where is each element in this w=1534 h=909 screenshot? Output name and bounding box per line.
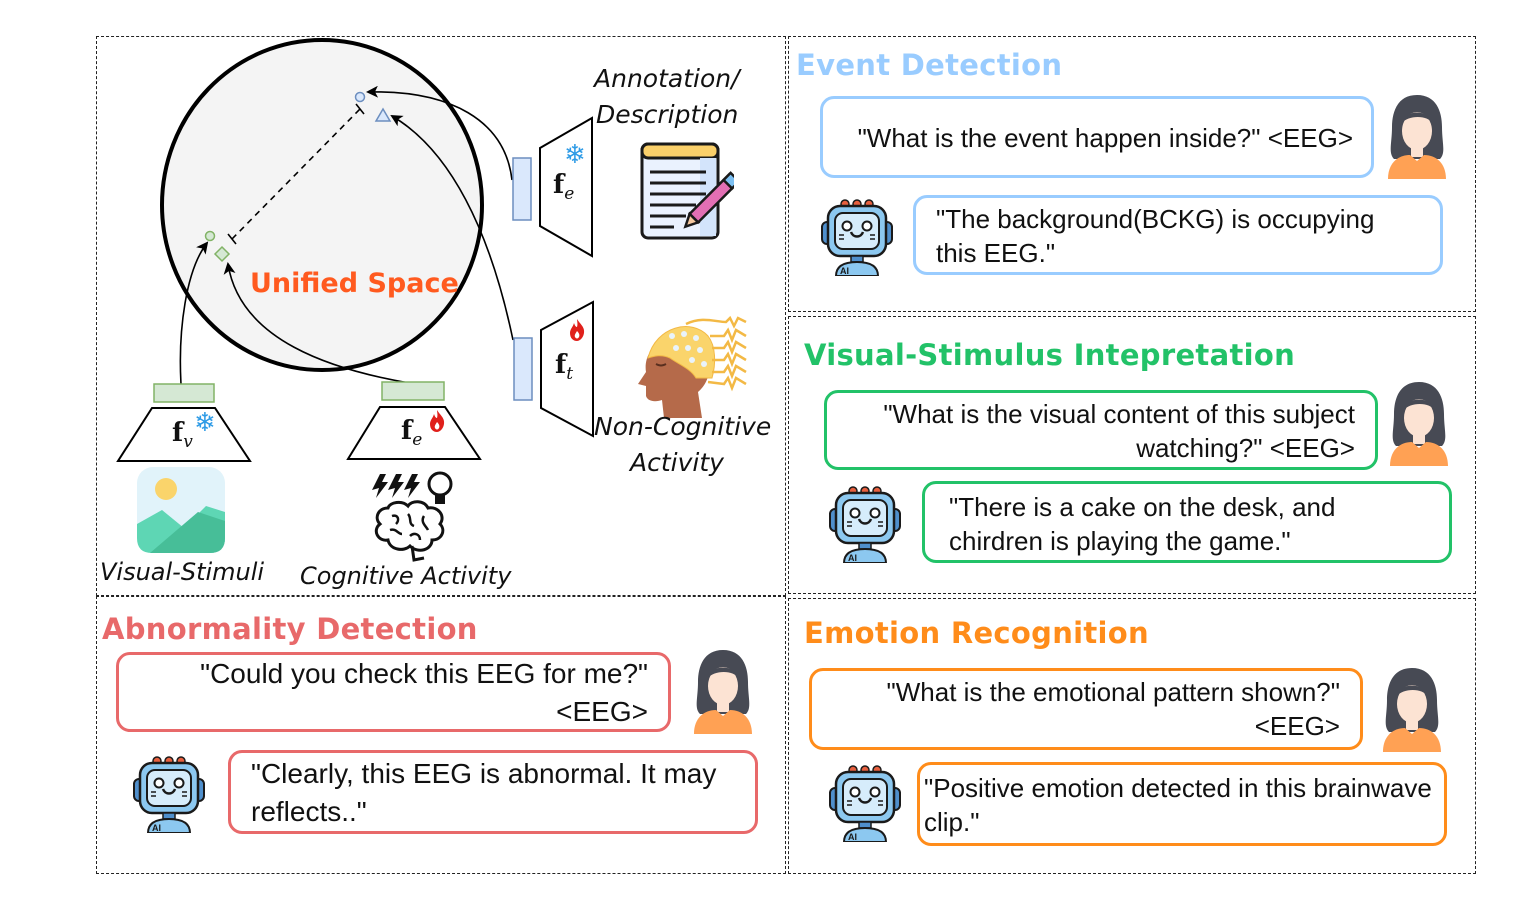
- encoder-subscript: t: [566, 364, 574, 385]
- visual-stimuli-label: Visual-Stimuli: [100, 558, 265, 586]
- brain-idea-icon: [368, 468, 456, 563]
- encoder-subscript: v: [183, 432, 193, 453]
- visual-stimulus-panel: [788, 316, 1476, 594]
- ai-robot-icon: AI: [818, 198, 896, 276]
- cognitive-activity-label: Cognitive Activity: [300, 562, 512, 590]
- visual-answer-bubble: "There is a cake on the desk, and chirdr…: [922, 481, 1452, 563]
- user-avatar-icon: [1386, 93, 1448, 179]
- noncognitive-encoder-label: ft: [555, 350, 573, 384]
- noncognitive-label-line2: Activity: [630, 448, 724, 477]
- visual-stimulus-title: Visual-Stimulus Intepretation: [804, 338, 1296, 372]
- image-icon: [136, 466, 226, 554]
- encoder-symbol: f: [172, 418, 184, 448]
- svg-text:AI: AI: [152, 823, 161, 833]
- encoder-symbol: f: [553, 170, 565, 200]
- svg-text:AI: AI: [848, 553, 857, 563]
- ai-robot-icon: AI: [826, 764, 904, 842]
- answer-text: "Positive emotion detected in this brain…: [924, 773, 1432, 837]
- emotion-recognition-panel: [788, 598, 1476, 874]
- event-question-bubble: "What is the event happen inside?" <EEG>: [820, 96, 1374, 178]
- encoder-subscript: e: [412, 430, 423, 451]
- cognitive-encoder-label: fe: [401, 416, 422, 450]
- abnormality-answer-bubble: "Clearly, this EEG is abnormal. It may r…: [228, 750, 758, 834]
- user-avatar-icon: [692, 648, 754, 734]
- annotation-label-line2: Description: [596, 100, 739, 129]
- visual-encoder-label: fv: [172, 418, 193, 452]
- svg-text:AI: AI: [848, 832, 857, 842]
- user-avatar-icon: [1381, 666, 1443, 752]
- abnormality-detection-title: Abnormality Detection: [102, 612, 478, 646]
- unified-space-label: Unified Space: [250, 268, 459, 299]
- abnormality-detection-panel: [96, 596, 786, 874]
- answer-text: "Clearly, this EEG is abnormal. It may r…: [251, 758, 717, 827]
- user-avatar-icon: [1388, 380, 1450, 466]
- snowflake-icon: ❄: [564, 139, 586, 169]
- abnormality-question-bubble: "Could you check this EEG for me?" <EEG>: [116, 652, 671, 732]
- visual-question-bubble: "What is the visual content of this subj…: [824, 390, 1378, 470]
- encoder-symbol: f: [555, 350, 567, 380]
- answer-text: "The background(BCKG) is occupying this …: [936, 204, 1375, 268]
- question-text: "Could you check this EEG for me?" <EEG>: [200, 658, 648, 727]
- flame-icon: [568, 318, 586, 342]
- eeg-head-icon: [626, 312, 748, 420]
- ai-robot-icon: AI: [826, 485, 904, 563]
- notepad-pencil-icon: [640, 142, 734, 240]
- annotation-encoder-label: fe: [553, 170, 574, 204]
- emotion-recognition-title: Emotion Recognition: [804, 616, 1149, 650]
- ai-robot-icon: AI: [130, 755, 208, 833]
- event-detection-title: Event Detection: [796, 48, 1063, 82]
- question-text: "What is the visual content of this subj…: [883, 399, 1355, 463]
- event-answer-bubble: "The background(BCKG) is occupying this …: [913, 195, 1443, 275]
- question-text: "What is the emotional pattern shown?" <…: [886, 677, 1340, 741]
- snowflake-icon: ❄: [194, 407, 216, 437]
- emotion-answer-bubble: "Positive emotion detected in this brain…: [917, 762, 1447, 846]
- encoder-symbol: f: [401, 416, 413, 446]
- event-detection-panel: [788, 36, 1476, 312]
- unified-space-panel: [96, 36, 786, 596]
- emotion-question-bubble: "What is the emotional pattern shown?" <…: [809, 668, 1363, 750]
- noncognitive-label-line1: Non-Cognitive: [594, 412, 772, 441]
- annotation-label-line1: Annotation/: [594, 64, 740, 93]
- answer-text: "There is a cake on the desk, and chirdr…: [949, 492, 1336, 556]
- flame-icon: [428, 409, 446, 433]
- encoder-subscript: e: [564, 184, 575, 205]
- question-text: "What is the event happen inside?" <EEG>: [857, 123, 1353, 153]
- svg-text:AI: AI: [840, 266, 849, 276]
